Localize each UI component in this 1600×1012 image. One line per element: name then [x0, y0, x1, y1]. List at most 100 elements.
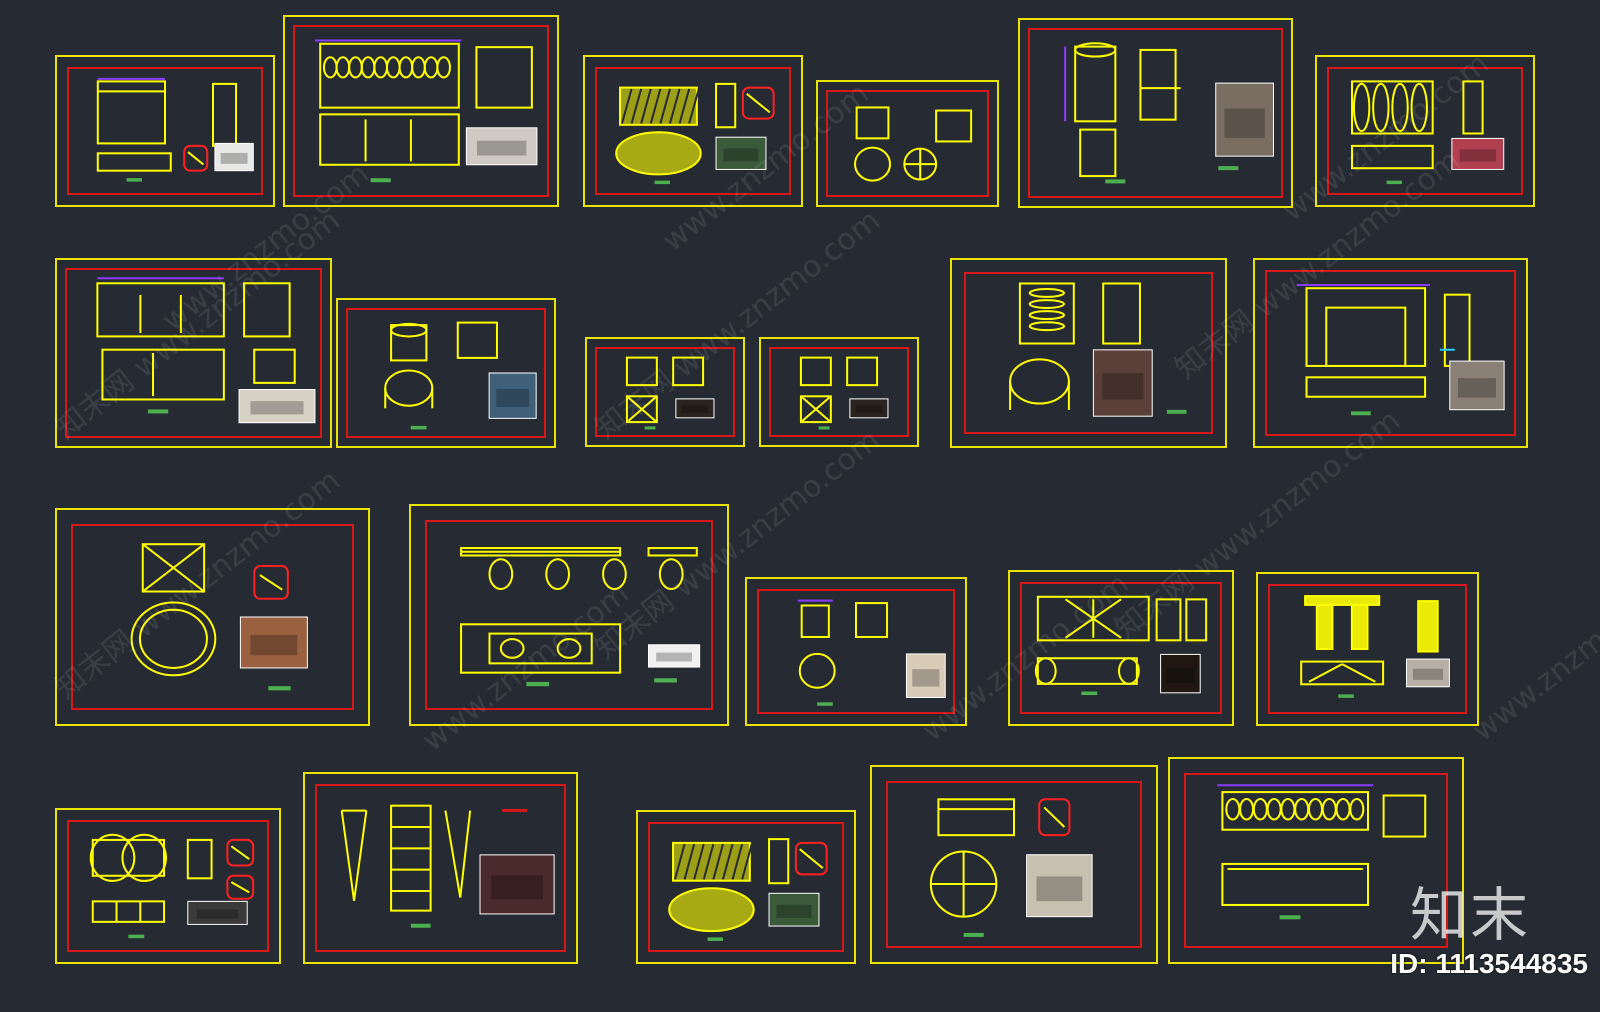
detail-callout [253, 565, 289, 600]
sheet-inner-border [315, 784, 566, 952]
drawing-outline [1036, 595, 1150, 642]
furniture-drawing [96, 77, 254, 182]
drawing-ellipse [335, 56, 351, 79]
drawing-ellipse [658, 558, 684, 590]
drawing-outline [243, 282, 291, 338]
photo-subject [681, 405, 709, 414]
drawing-outline [1350, 603, 1369, 650]
drawing-ellipse [854, 146, 892, 182]
drawing-ellipse [1372, 82, 1390, 132]
photo-subject [776, 904, 812, 918]
drawing-outline [475, 46, 533, 109]
drawing-ellipse [138, 608, 208, 669]
watermark-text: www.znzmo.com [1465, 566, 1600, 749]
furniture-drawing [668, 838, 828, 941]
drawing-outline [1139, 48, 1177, 121]
drawing-sheet-7 [55, 258, 332, 448]
furniture-drawing [1034, 595, 1208, 696]
drawing-outline [625, 395, 658, 424]
label-tag [1350, 411, 1371, 416]
drawing-ellipse [602, 558, 627, 590]
drawing-sheet-15 [745, 577, 967, 726]
drawing-ellipse [615, 131, 702, 176]
reference-photo [1092, 349, 1153, 417]
hatch-line [668, 88, 681, 124]
reference-photo [1406, 658, 1450, 688]
drawing-outline [1305, 287, 1427, 367]
drawing-sheet-5 [1018, 18, 1293, 208]
callout-line [187, 151, 205, 166]
photo-subject [912, 669, 940, 687]
reference-photo [1449, 360, 1505, 411]
sheet-inner-border [769, 347, 909, 437]
drawing-ellipse [1074, 42, 1117, 58]
photo-subject [491, 875, 544, 900]
hatch-line [702, 843, 715, 880]
drawing-ellipse [488, 558, 514, 590]
photo-subject [196, 909, 239, 919]
drawing-outline [1300, 660, 1385, 686]
drawing-outline [1351, 80, 1434, 135]
sheet-inner-border [425, 520, 713, 710]
drawing-sheet-18 [55, 808, 281, 964]
photo-subject [855, 405, 883, 414]
drawing-ellipse [1028, 288, 1065, 298]
hatch-line [659, 88, 671, 124]
drawing-outline [768, 838, 790, 885]
drawing-ellipse [411, 56, 426, 79]
drawing-outline [390, 324, 428, 362]
drawing-ellipse [1028, 310, 1065, 321]
reference-photo [1451, 137, 1505, 170]
brand-logo: 知末 [1409, 881, 1530, 949]
drawing-sheet-6 [1315, 55, 1535, 207]
sheet-inner-border [65, 268, 322, 438]
photo-subject [1457, 378, 1496, 398]
reference-photo [238, 389, 316, 424]
drawing-ellipse [360, 56, 376, 79]
drawing-ellipse [1335, 797, 1351, 821]
drawing-ellipse [390, 322, 428, 338]
label-tag [410, 923, 431, 928]
drawing-outline [460, 623, 622, 674]
sheet-inner-border [964, 272, 1213, 434]
reference-photo [479, 854, 555, 915]
photo-subject [250, 401, 304, 415]
reference-photo [187, 900, 248, 925]
drawing-outline [253, 348, 296, 384]
drawing-ellipse [384, 369, 434, 407]
drawing-line [459, 810, 472, 898]
drawing-outline [1221, 791, 1370, 831]
drawing-outline [1018, 282, 1075, 345]
label-tag [370, 178, 391, 183]
callout-line [1043, 806, 1066, 828]
sheet-inner-border [757, 589, 955, 714]
callout-line [799, 848, 824, 869]
drawing-ellipse [423, 56, 439, 79]
photo-subject [656, 652, 692, 662]
drawing-sheet-19 [303, 772, 578, 964]
label-tag [1166, 409, 1187, 414]
detail-callout [741, 86, 775, 120]
hatch-line [721, 843, 734, 880]
drawing-outline [800, 604, 830, 638]
photo-subject [1166, 667, 1195, 684]
furniture-drawing [615, 82, 775, 185]
hatch-line [693, 843, 705, 880]
furniture-drawing [1064, 42, 1274, 184]
hatch-line [712, 843, 724, 880]
drawing-outline [212, 82, 238, 147]
reference-photo [1215, 82, 1274, 157]
sheet-inner-border [595, 347, 735, 437]
drawing-outline [855, 602, 889, 638]
furniture-drawing [929, 798, 1093, 937]
image-id-label: ID: 1113544835 [1390, 948, 1588, 979]
drawing-sheet-8 [336, 298, 556, 448]
reference-photo [648, 644, 701, 668]
sheet-inner-border [826, 90, 989, 197]
reference-photo [1026, 854, 1093, 918]
drawing-ellipse [1321, 797, 1337, 821]
photo-subject [1224, 108, 1265, 138]
drawing-outline [91, 900, 166, 923]
drawing-sheet-10 [759, 337, 919, 447]
